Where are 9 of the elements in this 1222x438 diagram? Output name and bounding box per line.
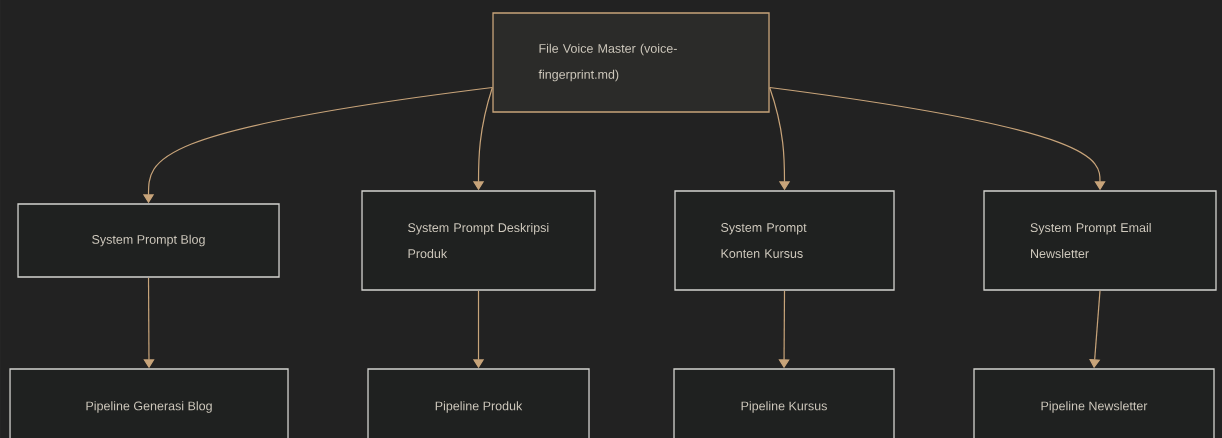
process-box: File Voice Master (voice-fingerprint.md): [492, 12, 770, 113]
process-box: Pipeline Kursus: [673, 368, 895, 438]
process-box: System Prompt Konten Kursus: [674, 190, 895, 291]
process-box: Pipeline Newsletter: [973, 368, 1215, 438]
process-box: Pipeline Produk: [367, 368, 590, 438]
process-box: System Prompt Blog: [17, 203, 280, 278]
process-box: System Prompt Email Newsletter: [983, 190, 1217, 291]
process-box: Pipeline Generasi Blog: [9, 368, 289, 438]
process-box: System Prompt Deskripsi Produk: [361, 190, 596, 291]
